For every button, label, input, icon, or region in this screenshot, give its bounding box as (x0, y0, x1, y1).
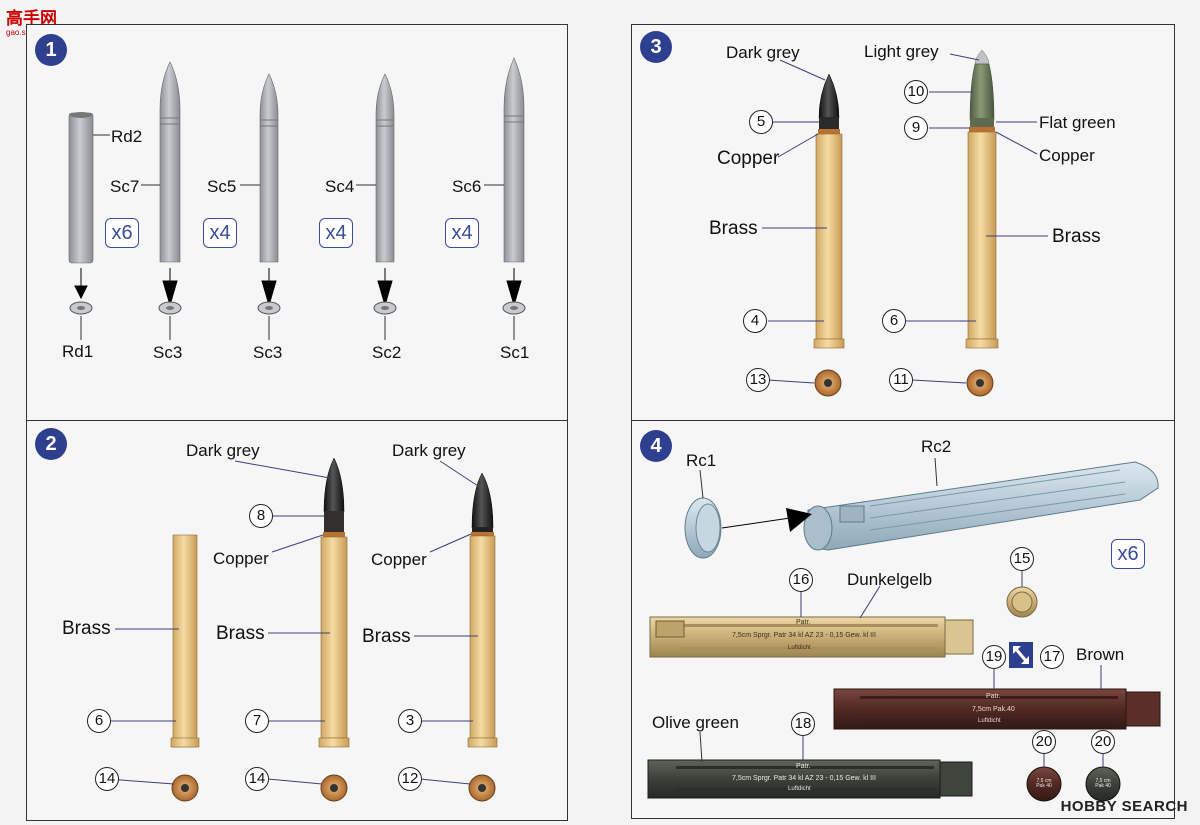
brown-stencil-bottom: Luftdicht (978, 718, 1001, 724)
step2-leaders (108, 461, 478, 784)
rd2-round-grey (69, 112, 93, 263)
label-flat-green: Flat green (1039, 114, 1116, 131)
label-dunkelgelb: Dunkelgelb (847, 571, 932, 588)
step1-base-discs (70, 302, 525, 314)
cap-olive-text: 7,5 cm Pak 40 (1092, 779, 1114, 789)
step4-arrow (722, 508, 812, 532)
sc7-round-grey (160, 62, 180, 262)
part-7: 7 (245, 709, 269, 733)
label-olive-green: Olive green (652, 714, 739, 731)
label-sc7: Sc7 (110, 178, 139, 195)
label-copper-a: Copper (213, 550, 269, 567)
round-dark-grey-b (468, 473, 497, 747)
label-brass-a-step3: Brass (709, 219, 758, 238)
swap-icon (1009, 642, 1033, 668)
label-brass-c: Brass (362, 627, 411, 646)
label-brass-b-step3: Brass (1052, 227, 1101, 246)
quantity-x4-c: x4 (445, 218, 479, 248)
label-dark-grey-a: Dark grey (186, 442, 260, 459)
part-6-step2: 6 (87, 709, 111, 733)
part-8: 8 (249, 504, 273, 528)
sc4-round-grey (376, 74, 394, 262)
label-light-grey: Light grey (864, 43, 939, 60)
part-12: 12 (398, 767, 422, 791)
part-15: 15 (1010, 547, 1034, 571)
label-rd1: Rd1 (62, 343, 93, 360)
part-17: 17 (1040, 645, 1064, 669)
round-dark-grey-a (319, 458, 349, 747)
label-sc1: Sc1 (500, 344, 529, 361)
container-end-cap-15 (1007, 587, 1037, 617)
olive-leader (700, 732, 702, 762)
label-rd2: Rd2 (111, 128, 142, 145)
label-copper-b-step3: Copper (1039, 147, 1095, 164)
brown-stencil-top: Patr. (986, 693, 1000, 700)
quantity-x6: x6 (105, 218, 139, 248)
label-brass-b: Brass (216, 624, 265, 643)
label-rc2: Rc2 (921, 438, 951, 455)
sc5-round-grey (260, 74, 278, 262)
label-brass-a: Brass (62, 619, 111, 638)
brass-case-empty (171, 535, 199, 747)
yellow-stencil-main: 7,5cm Sprgr. Patr 34 kl AZ 23 - 0,15 Gew… (732, 632, 876, 639)
step1-assembly-arrows (75, 268, 521, 305)
olive-stencil-main: 7,5cm Sprgr. Patr 34 kl AZ 23 - 0,15 Gew… (732, 775, 876, 782)
part-19: 19 (982, 645, 1006, 669)
label-dark-grey-b: Dark grey (392, 442, 466, 459)
label-brown: Brown (1076, 646, 1124, 663)
part-6-step3: 6 (882, 309, 906, 333)
step2-copper-bases (172, 775, 495, 801)
hobby-search-watermark: HOBBY SEARCH (1061, 798, 1188, 815)
rc1-container-lid (685, 498, 721, 558)
label-sc3-a: Sc3 (153, 344, 182, 361)
round-green-light-grey (966, 50, 998, 348)
part-5: 5 (749, 110, 773, 134)
part-18: 18 (791, 712, 815, 736)
part-9: 9 (904, 116, 928, 140)
rc1-leader (700, 470, 703, 498)
part-4: 4 (743, 309, 767, 333)
olive-stencil-top: Patr. (796, 763, 810, 770)
part-20-a: 20 (1032, 730, 1056, 754)
brown-stencil-main: 7,5cm Pak.40 (972, 706, 1015, 713)
part-3: 3 (398, 709, 422, 733)
label-rc1: Rc1 (686, 452, 716, 469)
quantity-x6-step4: x6 (1111, 539, 1145, 569)
label-sc4: Sc4 (325, 178, 354, 195)
olive-stencil-bottom: Luftdicht (788, 786, 811, 792)
sc6-round-grey (504, 58, 524, 262)
label-dark-grey: Dark grey (726, 44, 800, 61)
step-4-badge: 4 (640, 430, 672, 462)
part-13: 13 (746, 368, 770, 392)
part-16: 16 (789, 568, 813, 592)
step-3-badge: 3 (640, 31, 672, 63)
label-copper-a-step3: Copper (717, 149, 779, 168)
label-sc5: Sc5 (207, 178, 236, 195)
label-sc6: Sc6 (452, 178, 481, 195)
yellow-stencil-top: Patr. (796, 619, 810, 626)
label-sc3-b: Sc3 (253, 344, 282, 361)
quantity-x4-a: x4 (203, 218, 237, 248)
label-sc2: Sc2 (372, 344, 401, 361)
cap-brown-text: 7,5 cm Pak 40 (1033, 779, 1055, 789)
rc2-leader (935, 458, 937, 486)
step-2-badge: 2 (35, 428, 67, 460)
part-11: 11 (889, 368, 913, 392)
round-dark-grey-copper (814, 74, 844, 348)
yellow-stencil-bottom: Luftdicht (788, 645, 811, 651)
part-20-b: 20 (1091, 730, 1115, 754)
part-14-a: 14 (95, 767, 119, 791)
step3-leaders (762, 54, 1048, 383)
rc2-container-tube (804, 462, 1158, 550)
part-10: 10 (904, 80, 928, 104)
quantity-x4-b: x4 (319, 218, 353, 248)
part-14-b: 14 (245, 767, 269, 791)
dunkelgelb-leader (860, 586, 880, 618)
label-copper-b: Copper (371, 551, 427, 568)
step-1-badge: 1 (35, 34, 67, 66)
